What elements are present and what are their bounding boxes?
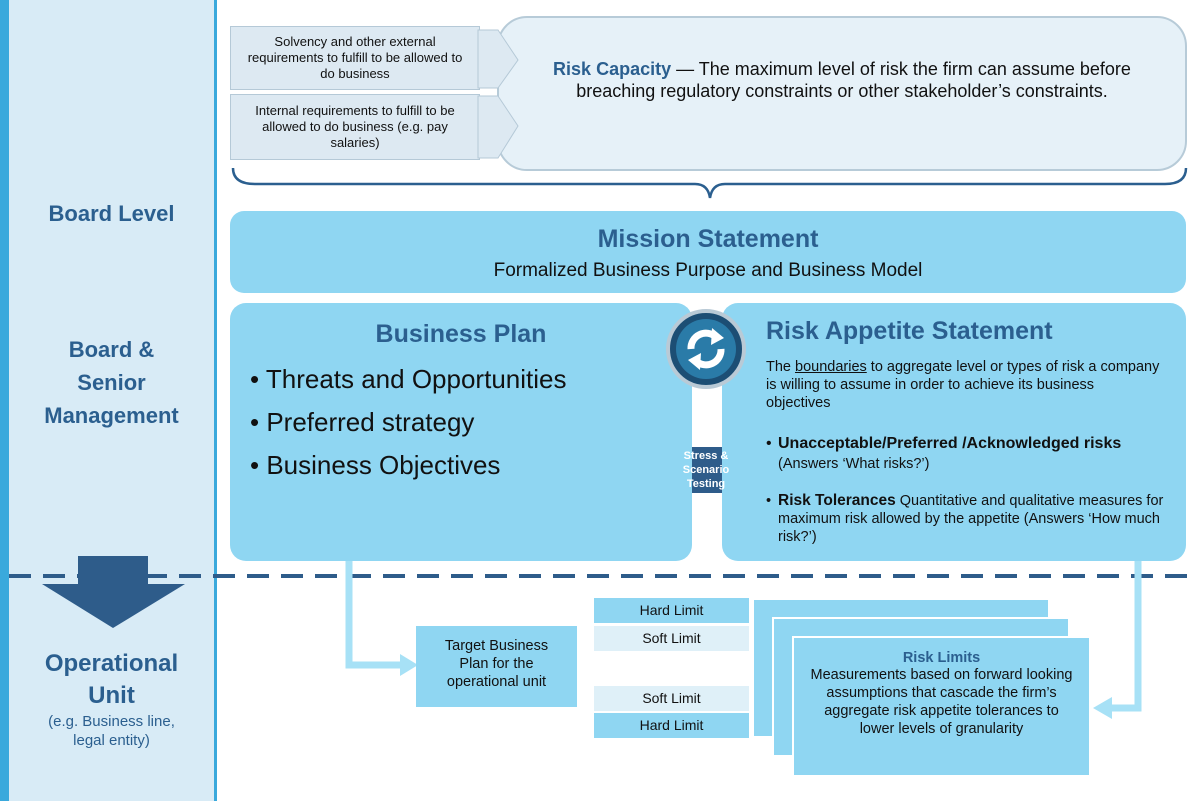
board-level-label: Board Level — [48, 201, 175, 226]
risk-appetite-panel: Risk Appetite Statement The boundaries t… — [722, 303, 1186, 561]
stress-testing-label: Stress & Scenario Testing — [682, 450, 730, 490]
mission-statement-box: Mission Statement Formalized Business Pu… — [230, 211, 1186, 293]
risk-appetite-bullet-risks: •Unacceptable/Preferred /Acknowledged ri… — [766, 435, 1122, 472]
plan-arrowhead-icon — [400, 654, 418, 676]
external-requirements-box: Solvency and other external requirements… — [230, 26, 480, 90]
soft-limit-upper: Soft Limit — [594, 626, 749, 651]
business-plan-title: Business Plan — [375, 320, 547, 348]
business-plan-list: • Threats and Opportunities • Preferred … — [250, 358, 566, 487]
mission-subtitle: Formalized Business Purpose and Business… — [493, 260, 923, 281]
limits-arrowhead-icon — [1093, 697, 1112, 719]
hard-limit-lower: Hard Limit — [594, 713, 749, 738]
operational-example: (e.g. Business line, legal entity) — [48, 713, 175, 749]
list-item: • Business Objectives — [250, 450, 501, 480]
risk-limits-title: Risk Limits — [902, 650, 981, 666]
risk-appetite-intro: The boundaries to aggregate level or typ… — [766, 359, 1160, 411]
risk-appetite-bullet-tolerances: •Risk Tolerances Quantitative and qualit… — [766, 492, 1164, 545]
target-business-plan-box: Target Business Plan for the operational… — [416, 626, 577, 707]
list-item: • Threats and Opportunities — [250, 364, 567, 394]
risk-capacity-definition: — The maximum level of risk the firm can… — [576, 59, 1131, 101]
plan-cascade-arrow — [345, 560, 405, 669]
mission-title: Mission Statement — [597, 225, 819, 253]
down-arrow-icon — [42, 556, 185, 628]
board-senior-label: Board & Senior Management — [44, 337, 179, 428]
chevron-lower — [477, 95, 519, 159]
list-item: • Preferred strategy — [250, 407, 475, 437]
hard-limit-upper: Hard Limit — [594, 598, 749, 623]
risk-limits-card: Risk Limits Measurements based on forwar… — [792, 636, 1091, 777]
risk-appetite-title: Risk Appetite Statement — [766, 317, 1053, 345]
limits-cascade-arrow — [1108, 560, 1142, 712]
business-plan-panel: Business Plan • Threats and Opportunitie… — [230, 303, 692, 561]
soft-limit-lower: Soft Limit — [594, 686, 749, 711]
risk-capacity-term: Risk Capacity — [553, 59, 672, 79]
cycle-icon — [666, 309, 746, 389]
operational-unit-label: Operational Unit — [44, 650, 179, 709]
risk-capacity-box: Risk Capacity — The maximum level of ris… — [497, 16, 1187, 171]
chevron-upper — [477, 29, 519, 89]
brace-icon — [231, 167, 1188, 199]
risk-limits-text: Measurements based on forward looking as… — [810, 667, 1073, 737]
sidebar: Board Level Board & Senior Management Op… — [0, 0, 217, 801]
